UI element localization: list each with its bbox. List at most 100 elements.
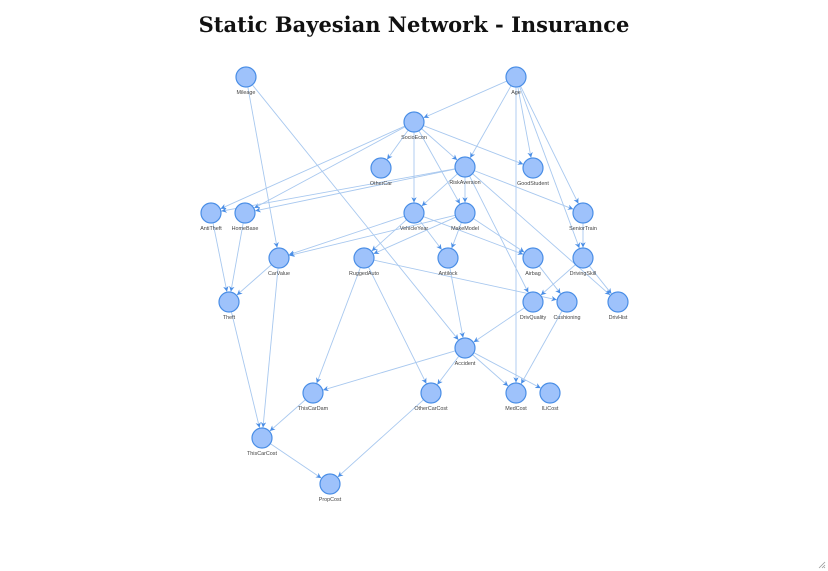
node-circle[interactable] — [522, 157, 544, 179]
node-seniortrain[interactable]: SeniorTrain — [569, 202, 597, 232]
resize-grip-icon[interactable] — [818, 561, 826, 569]
node-thiscarcost[interactable]: ThisCarCost — [247, 427, 277, 457]
node-circle[interactable] — [437, 247, 459, 269]
node-othercarcost[interactable]: OtherCarCost — [414, 382, 448, 412]
node-drivquality[interactable]: DrivQuality — [520, 291, 547, 321]
node-makemodel[interactable]: MakeModel — [451, 202, 479, 232]
edge-antilock-to-accident — [449, 267, 465, 338]
edge-carvalue-to-thiscarcost — [260, 267, 279, 428]
node-label: CarValue — [268, 271, 290, 277]
node-circle[interactable] — [302, 382, 324, 404]
node-circle[interactable] — [200, 202, 222, 224]
node-theft[interactable]: Theft — [218, 291, 240, 321]
node-circle[interactable] — [522, 247, 544, 269]
node-circle[interactable] — [235, 66, 257, 88]
edge-makemodel-to-airbag — [473, 218, 525, 253]
node-label: DrivingSkill — [570, 271, 597, 277]
node-circle[interactable] — [454, 156, 476, 178]
edge-airbag-to-cushioning — [538, 265, 561, 294]
node-circle[interactable] — [539, 382, 561, 404]
edge-age-to-seniortrain — [520, 85, 579, 204]
node-circle[interactable] — [572, 247, 594, 269]
node-vehicleyear[interactable]: VehicleYear — [400, 202, 428, 232]
edge-vehicleyear-to-antilock — [419, 220, 443, 250]
edge-vehicleyear-to-airbag — [423, 216, 524, 255]
edge-socioecon-to-riskaversion — [421, 128, 458, 161]
node-airbag[interactable]: Airbag — [522, 247, 544, 277]
edge-ruggedauto-to-cushioning — [373, 259, 557, 302]
edge-mileage-to-accident — [251, 84, 459, 341]
node-othercar[interactable]: OtherCar — [370, 157, 392, 187]
node-cushioning[interactable]: Cushioning — [554, 291, 581, 321]
node-circle[interactable] — [251, 427, 273, 449]
edge-riskaversion-to-seniortrain — [474, 170, 574, 210]
node-label: DrivQuality — [520, 315, 547, 321]
edges-layer — [212, 80, 612, 479]
edge-homebase-to-theft — [229, 222, 244, 292]
edge-accident-to-ilicost — [473, 352, 541, 389]
edge-antitheft-to-theft — [212, 222, 229, 292]
edge-riskaversion-to-homebase — [255, 168, 456, 213]
node-ilicost[interactable]: ILiCost — [539, 382, 561, 412]
node-label: ThisCarCost — [247, 451, 277, 457]
node-label: SeniorTrain — [569, 226, 597, 232]
node-circle[interactable] — [319, 473, 341, 495]
node-label: HomeBase — [232, 226, 259, 232]
edge-ruggedauto-to-thiscardam — [316, 267, 361, 384]
node-label: SocioEcon — [401, 135, 427, 141]
edge-drivquality-to-accident — [473, 307, 525, 343]
node-homebase[interactable]: HomeBase — [232, 202, 259, 232]
node-circle[interactable] — [505, 382, 527, 404]
node-circle[interactable] — [218, 291, 240, 313]
node-antilock[interactable]: Antilock — [437, 247, 459, 277]
node-antitheft[interactable]: AntiTheft — [200, 202, 222, 232]
node-mileage[interactable]: Mileage — [235, 66, 257, 96]
node-label: ILiCost — [542, 406, 559, 412]
node-riskaversion[interactable]: RiskAversion — [449, 156, 481, 186]
node-circle[interactable] — [522, 291, 544, 313]
edge-drivingskill-to-drivhist — [588, 265, 612, 295]
node-medcost[interactable]: MedCost — [505, 382, 527, 412]
edge-thiscardam-to-thiscarcost — [269, 399, 306, 432]
node-label: RuggedAuto — [349, 271, 379, 277]
edge-riskaversion-to-antitheft — [221, 168, 456, 213]
node-drivhist[interactable]: DrivHist — [607, 291, 629, 321]
node-circle[interactable] — [505, 66, 527, 88]
node-label: DrivHist — [609, 315, 628, 321]
node-ruggedauto[interactable]: RuggedAuto — [349, 247, 379, 277]
node-circle[interactable] — [420, 382, 442, 404]
node-circle[interactable] — [353, 247, 375, 269]
node-circle[interactable] — [370, 157, 392, 179]
node-thiscardam[interactable]: ThisCarDam — [298, 382, 329, 412]
node-circle[interactable] — [234, 202, 256, 224]
node-circle[interactable] — [268, 247, 290, 269]
edge-cushioning-to-medcost — [520, 310, 563, 385]
node-circle[interactable] — [454, 337, 476, 359]
node-age[interactable]: Age — [505, 66, 527, 96]
edge-makemodel-to-carvalue — [289, 214, 456, 257]
node-label: OtherCar — [370, 181, 392, 187]
node-circle[interactable] — [454, 202, 476, 224]
node-circle[interactable] — [556, 291, 578, 313]
node-label: Age — [511, 90, 521, 96]
edge-socioecon-to-makemodel — [418, 130, 461, 205]
edge-mileage-to-carvalue — [247, 86, 279, 248]
edge-vehicleyear-to-ruggedauto — [371, 219, 407, 252]
edge-drivingskill-to-drivquality — [540, 264, 576, 296]
node-circle[interactable] — [607, 291, 629, 313]
edge-riskaversion-to-drivhist — [472, 173, 611, 296]
node-propcost[interactable]: PropCost — [319, 473, 342, 503]
node-label: Accident — [455, 361, 476, 367]
node-accident[interactable]: Accident — [454, 337, 476, 367]
node-label: Mileage — [237, 90, 256, 96]
node-circle[interactable] — [403, 202, 425, 224]
node-goodstudent[interactable]: GoodStudent — [517, 157, 549, 187]
node-circle[interactable] — [572, 202, 594, 224]
node-label: MakeModel — [451, 226, 479, 232]
node-drivingskill[interactable]: DrivingSkill — [570, 247, 597, 277]
node-socioecon[interactable]: SocioEcon — [401, 111, 427, 141]
node-carvalue[interactable]: CarValue — [268, 247, 290, 277]
node-circle[interactable] — [403, 111, 425, 133]
